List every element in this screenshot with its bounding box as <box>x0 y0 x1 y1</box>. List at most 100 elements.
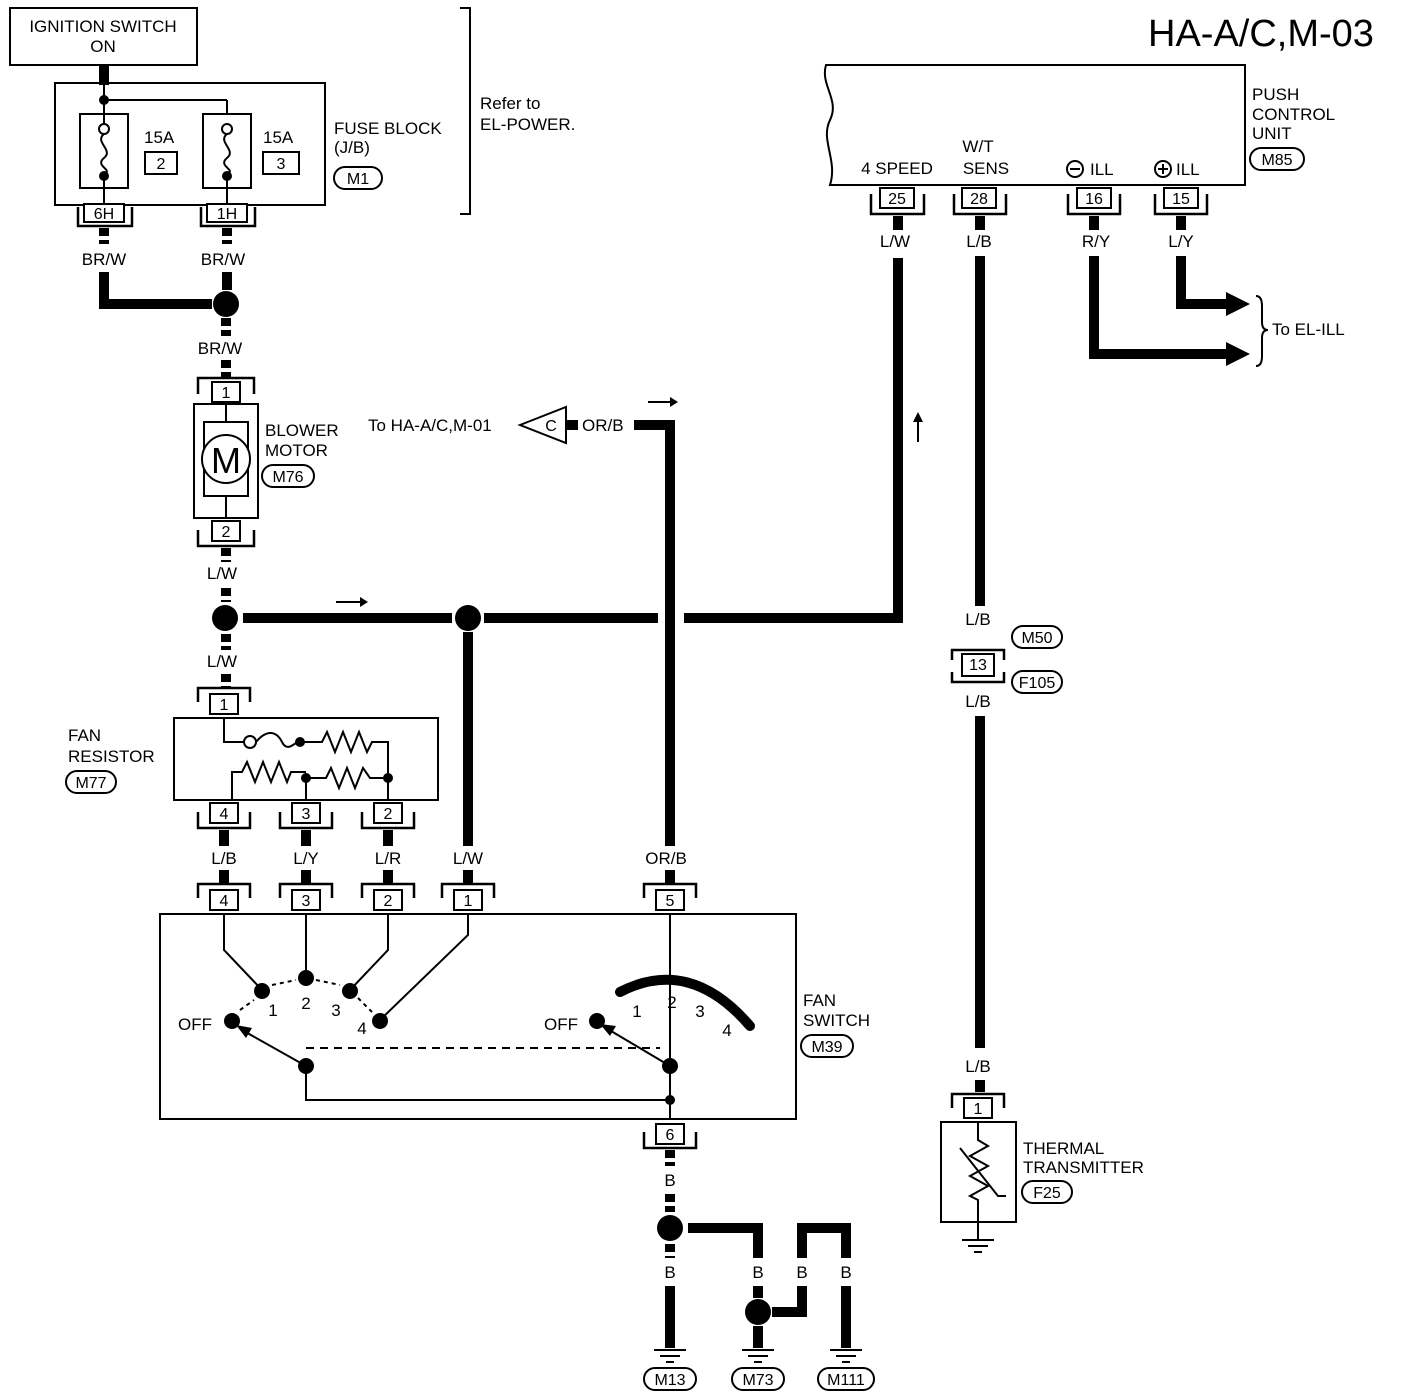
blower-label-2: MOTOR <box>265 441 328 460</box>
sw-left-pos-2: 2 <box>301 994 310 1013</box>
motor-symbol <box>201 434 251 484</box>
wire-b-5: B <box>840 1263 851 1282</box>
sw-left-pos-1: 1 <box>268 1001 277 1020</box>
pcu-code: M85 <box>1261 152 1292 169</box>
resistor-label-2: RESISTOR <box>68 747 155 766</box>
wire-b-3: B <box>752 1263 763 1282</box>
pcu-term-sens: SENS <box>963 159 1009 178</box>
pcu-pin-28: 28 <box>970 191 988 208</box>
switch-pin-6: 6 <box>666 1127 675 1144</box>
wire-lb-sw: L/B <box>211 849 237 868</box>
ground-symbol-3 <box>830 1349 862 1363</box>
pcu-term-wt: W/T <box>962 137 993 156</box>
joint-code-top: M50 <box>1021 630 1052 647</box>
pcu-label-3: UNIT <box>1252 124 1292 143</box>
pcu-connector-28: 28 <box>952 187 1008 216</box>
pcu-term-ill-pos: ILL <box>1176 160 1200 179</box>
wire-brw-right: BR/W <box>201 250 245 269</box>
fuse-block-code: M1 <box>347 171 369 188</box>
wire-lw-resistor: L/W <box>207 652 237 671</box>
to-hac-connector-letter: C <box>545 418 557 435</box>
wire-ly-pcu: L/Y <box>1168 232 1194 251</box>
to-hac-label: To HA-A/C,M-01 <box>368 416 492 435</box>
joint-code-bottom: F105 <box>1019 675 1056 692</box>
resistor-code: M77 <box>75 775 106 792</box>
sw-right-pos-2: 2 <box>667 993 676 1012</box>
pcu-pin-25: 25 <box>888 191 906 208</box>
fuse-3-number: 3 <box>277 156 286 173</box>
wire-b-1: B <box>664 1171 675 1190</box>
ignition-label-1: IGNITION SWITCH <box>29 17 176 36</box>
sw-left-pos-3: 3 <box>331 1001 340 1020</box>
switch-pin-5: 5 <box>666 893 675 910</box>
sw-left-off: OFF <box>178 1015 212 1034</box>
blower-label-1: BLOWER <box>265 421 339 440</box>
sw-right-pos-3: 3 <box>695 1002 704 1021</box>
switch-pin-2: 2 <box>384 893 393 910</box>
sw-left-pos-4: 4 <box>357 1019 366 1038</box>
joint-connector: 13 <box>950 648 1006 684</box>
thermal-pin: 1 <box>974 1101 983 1118</box>
resistor-pin-2: 2 <box>384 806 393 823</box>
resistor-pin-4: 4 <box>220 806 229 823</box>
blower-pin-1: 1 <box>222 385 231 402</box>
fan-resistor: 1 4 3 2 <box>173 686 439 830</box>
ground-code-2: M73 <box>742 1372 773 1389</box>
ignition-switch: IGNITION SWITCH ON <box>9 7 198 66</box>
pin-6h: 6H <box>94 206 114 223</box>
fan-switch-code: M39 <box>811 1039 842 1056</box>
pcu-connector-15: 15 <box>1153 187 1209 216</box>
pcu-connector-25: 25 <box>869 187 926 216</box>
ignition-label-2: ON <box>90 37 116 56</box>
thermal-label-2: TRANSMITTER <box>1023 1158 1144 1177</box>
pin-1h: 1H <box>217 206 237 223</box>
switch-connector-5: 5 <box>642 882 698 911</box>
switch-pin-3: 3 <box>302 893 311 910</box>
wire-lw-pcu: L/W <box>880 232 910 251</box>
sw-right-pos-1: 1 <box>632 1002 641 1021</box>
wire-b-4: B <box>796 1263 807 1282</box>
wire-brw-blower: BR/W <box>198 339 242 358</box>
switch-connector-2: 2 <box>360 882 416 911</box>
wire-ry-pcu: R/Y <box>1082 232 1110 251</box>
wire-lb-thermal: L/B <box>965 1057 991 1076</box>
sw-right-off: OFF <box>544 1015 578 1034</box>
pcu-connector-16: 16 <box>1066 187 1122 216</box>
fuse-2-number: 2 <box>157 156 166 173</box>
to-el-ill-label: To EL-ILL <box>1272 320 1345 339</box>
refer-label-1: Refer to <box>480 94 540 113</box>
switch-connector-4: 4 <box>196 882 252 911</box>
switch-pin-1: 1 <box>464 893 473 910</box>
pcu-pin-15: 15 <box>1172 191 1190 208</box>
diagram-title: HA-A/C,M-03 <box>1148 13 1374 55</box>
blower-pin-2: 2 <box>222 524 231 541</box>
wire-lb-joint-top: L/B <box>965 610 991 629</box>
pcu-term-4speed: 4 SPEED <box>861 159 933 178</box>
thermal-code: F25 <box>1033 1185 1061 1202</box>
ground-code-3: M111 <box>827 1372 865 1389</box>
fuse-3-amperage: 15A <box>263 128 294 147</box>
pcu-pin-16: 16 <box>1085 191 1103 208</box>
wire-orb-sw: OR/B <box>645 849 687 868</box>
resistor-pin-3: 3 <box>302 806 311 823</box>
connector-6h: 6H <box>76 203 134 228</box>
ground-symbol-1 <box>654 1349 686 1363</box>
splice-brw <box>213 291 239 317</box>
fuse-block: 15A 2 15A 3 <box>54 65 326 206</box>
resistor-pin-1: 1 <box>220 697 229 714</box>
wire-lr-sw: L/R <box>375 849 401 868</box>
switch-connector-1: 1 <box>440 882 496 911</box>
to-hac-connector: C <box>517 405 567 445</box>
wire-ly-sw: L/Y <box>293 849 319 868</box>
wire-orb-top: OR/B <box>582 416 624 435</box>
wire-b-2: B <box>664 1263 675 1282</box>
connector-1h: 1H <box>199 203 257 228</box>
pcu-label-1: PUSH <box>1252 85 1299 104</box>
splice-ground <box>657 1215 683 1241</box>
switch-pin-4: 4 <box>220 893 229 910</box>
fuse-block-label-1: FUSE BLOCK <box>334 119 442 138</box>
wire-lw-blower: L/W <box>207 564 237 583</box>
thermal-label-1: THERMAL <box>1023 1139 1104 1158</box>
wire-lb-pcu: L/B <box>966 232 992 251</box>
